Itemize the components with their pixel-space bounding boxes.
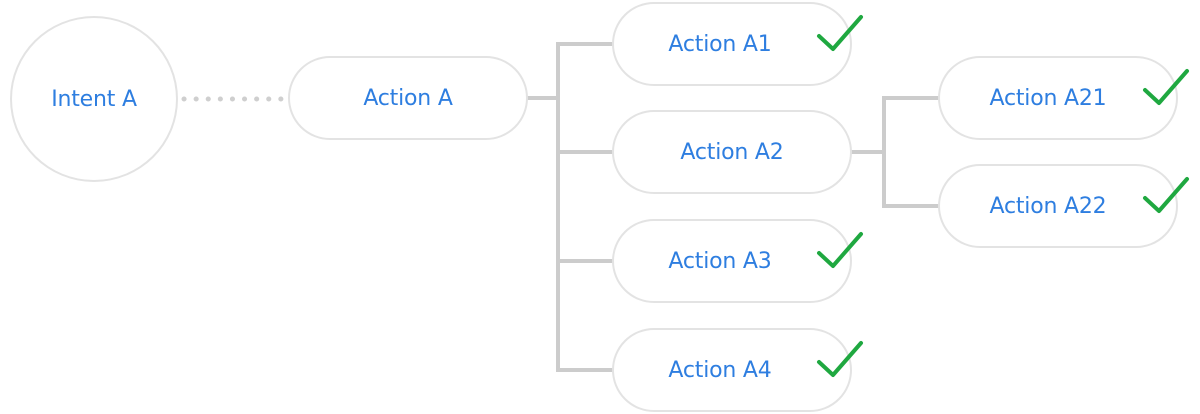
action-label-a1: Action A1 [668, 31, 772, 57]
check-icon [814, 12, 866, 56]
check-icon [1140, 66, 1192, 110]
action-label-a4: Action A4 [668, 357, 772, 383]
intent-label: Intent A [51, 86, 137, 112]
check-icon [1140, 174, 1192, 218]
action-label-a22: Action A22 [989, 193, 1107, 219]
action-label-root: Action A [363, 85, 453, 111]
check-icon [814, 229, 866, 273]
check-icon [814, 338, 866, 382]
action-label-a21: Action A21 [989, 85, 1107, 111]
action-node-a2[interactable]: Action A2 [612, 110, 852, 194]
action-node-root[interactable]: Action A [288, 56, 528, 140]
action-node-a22[interactable]: Action A22 [938, 164, 1178, 248]
action-node-a1[interactable]: Action A1 [612, 2, 852, 86]
action-node-a4[interactable]: Action A4 [612, 328, 852, 412]
action-label-a3: Action A3 [668, 248, 772, 274]
action-label-a2: Action A2 [680, 139, 784, 165]
action-node-a21[interactable]: Action A21 [938, 56, 1178, 140]
action-node-a3[interactable]: Action A3 [612, 219, 852, 303]
intent-node[interactable]: Intent A [10, 16, 178, 182]
